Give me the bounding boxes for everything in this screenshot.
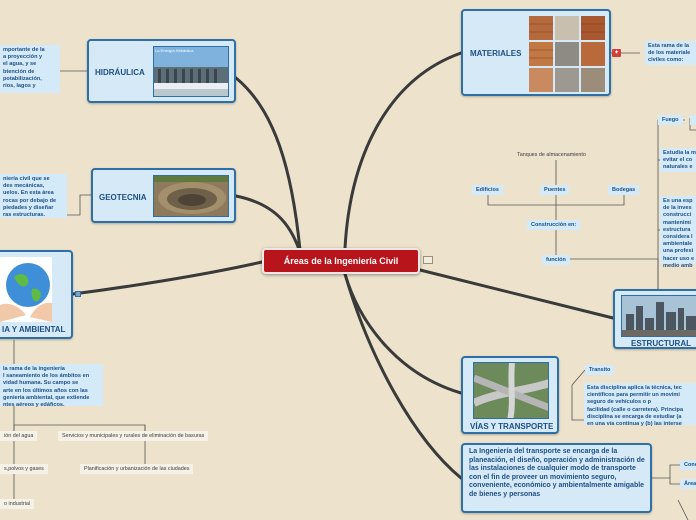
hydro-image-caption: La Energía Hidráulica <box>155 48 194 53</box>
estructural-title: ESTRUCTURAL <box>631 339 691 348</box>
ambiental-item-basuras: Servicios y municipales y rurales de eli… <box>58 431 209 441</box>
transito-label: Transito <box>585 365 615 375</box>
edificios-label: Edificios <box>472 185 503 195</box>
estructural-node[interactable]: ESTRUCTURAL <box>613 289 696 349</box>
fuego-label: Fuego <box>658 115 683 125</box>
bodegas-label: Bodegas <box>608 185 640 195</box>
fuego-child-stub <box>690 115 696 125</box>
branch-transporte <box>343 272 463 480</box>
branch-geotecnia <box>234 194 302 254</box>
vias-note: Esta disciplina aplica la técnica, tec c… <box>584 383 696 427</box>
connector-marker <box>75 291 81 297</box>
geotecnia-node[interactable]: GEOTECNIA <box>91 168 236 223</box>
ambiental-item-gases: s,polvos y gases <box>0 464 48 474</box>
transporte-node[interactable]: La Ingeniería del transporte se encarga … <box>461 443 652 513</box>
materiales-title: MATERIALES <box>470 49 522 58</box>
construccion-label: Construcción en: <box>527 220 581 230</box>
highway-interchange-image <box>473 362 549 419</box>
branch-vias <box>343 272 463 395</box>
ambiental-item-industrial: o industrial <box>0 499 35 509</box>
ambiental-note: la rama de la ingeniería l saneamiento d… <box>0 364 103 408</box>
tanques-label: Tanques de almacenamiento <box>517 152 586 158</box>
vias-node[interactable]: VÍAS Y TRANSPORTE <box>461 356 559 434</box>
funcion-label: función <box>542 255 570 265</box>
city-skyline-image <box>621 295 696 337</box>
open-pit-mine-image <box>153 175 229 217</box>
geotecnia-note: niería civil que se des mecánicas, uelos… <box>0 174 67 218</box>
estructural-top-note: Estudia la m evitar el co naturales e <box>660 148 696 172</box>
puentes-label: Puentes <box>540 185 570 195</box>
building-materials-collage <box>529 16 605 92</box>
materiales-note: Esta rama de la de los materiale civiles… <box>645 41 696 65</box>
central-topic[interactable]: Áreas de la Ingeniería Civil <box>262 248 420 274</box>
ambiental-node[interactable]: IA Y AMBIENTAL <box>0 250 73 339</box>
transporte-text: La Ingeniería del transporte se encarga … <box>469 448 645 498</box>
materiales-node[interactable]: MATERIALES <box>461 9 611 96</box>
hydroelectric-dam-image <box>153 46 229 97</box>
vias-title: VÍAS Y TRANSPORTE <box>470 422 554 431</box>
attachment-icon[interactable]: ✦ <box>612 49 621 57</box>
globe-in-hands-image <box>0 257 52 322</box>
central-title: Áreas de la Ingeniería Civil <box>283 256 399 266</box>
hidraulica-title: HIDRÁULICA <box>95 68 145 77</box>
ambiental-item-planificacion: Planificación y urbanización de las ciud… <box>80 464 194 474</box>
estructural-main-note: Es una esp de la inves construcci manten… <box>660 196 696 269</box>
hidraulica-note: mportante de la a proyección y el agua, … <box>0 45 60 93</box>
branch-materiales <box>343 51 463 250</box>
hidraulica-node[interactable]: HIDRÁULICA La Energía Hidráulica <box>87 39 236 103</box>
transporte-right-item-2: Área <box>680 479 696 489</box>
geotecnia-title: GEOTECNIA <box>99 193 147 202</box>
transporte-right-item-1: Cono <box>680 460 696 470</box>
branch-hidraulica <box>234 76 302 252</box>
ambiental-item-agua: ión del agua <box>0 431 38 441</box>
branch-estructural <box>418 268 615 320</box>
ambiental-title: IA Y AMBIENTAL <box>2 325 66 334</box>
branch-ambiental <box>71 260 264 296</box>
note-icon[interactable] <box>423 256 433 264</box>
